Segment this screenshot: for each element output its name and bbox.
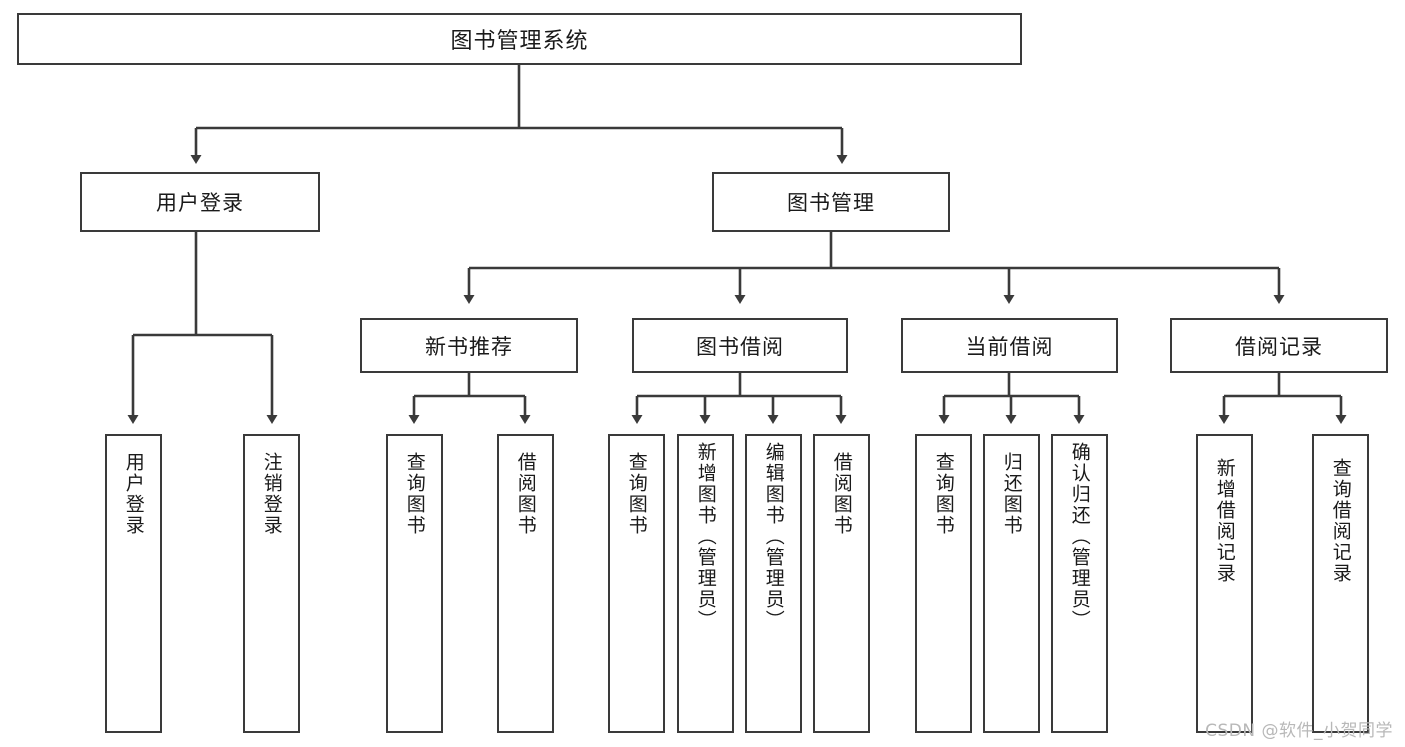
leaf-label: 归还图书 xyxy=(1000,452,1023,536)
node-label: 图书管理系统 xyxy=(450,29,589,54)
leaf-new-book-query-book[interactable]: 查询图书 xyxy=(386,434,443,733)
node-label: 借阅记录 xyxy=(1235,334,1323,359)
leaf-user-login-logout[interactable]: 注销登录 xyxy=(243,434,300,733)
leaf-new-book-borrow-book[interactable]: 借阅图书 xyxy=(497,434,554,733)
node-label: 图书管理 xyxy=(787,191,875,215)
node-book-management[interactable]: 图书管理 xyxy=(712,172,950,232)
node-borrow-record[interactable]: 借阅记录 xyxy=(1170,318,1388,373)
leaf-book-borrow-add-book-admin[interactable]: 新增图书（管理员） xyxy=(677,434,734,733)
leaf-book-borrow-borrow-book[interactable]: 借阅图书 xyxy=(813,434,870,733)
leaf-label: 查询借阅记录 xyxy=(1329,458,1352,584)
leaf-current-borrow-return-book[interactable]: 归还图书 xyxy=(983,434,1040,733)
leaf-book-borrow-edit-book-admin[interactable]: 编辑图书（管理员） xyxy=(745,434,802,733)
leaf-label: 新增图书（管理员） xyxy=(694,442,717,631)
leaf-label: 查询图书 xyxy=(403,452,426,536)
leaf-label: 查询图书 xyxy=(625,452,648,536)
node-label: 当前借阅 xyxy=(965,334,1054,359)
leaf-label: 借阅图书 xyxy=(830,452,853,536)
leaf-current-borrow-confirm-return-admin[interactable]: 确认归还（管理员） xyxy=(1051,434,1108,733)
node-label: 用户登录 xyxy=(156,191,244,215)
leaf-borrow-record-add-record[interactable]: 新增借阅记录 xyxy=(1196,434,1253,733)
leaf-label: 借阅图书 xyxy=(514,452,537,536)
node-root-book-management-system[interactable]: 图书管理系统 xyxy=(17,13,1022,65)
node-user-login[interactable]: 用户登录 xyxy=(80,172,320,232)
leaf-label: 用户登录 xyxy=(122,452,145,536)
leaf-label: 确认归还（管理员） xyxy=(1068,442,1091,631)
leaf-user-login-login[interactable]: 用户登录 xyxy=(105,434,162,733)
leaf-borrow-record-query-record[interactable]: 查询借阅记录 xyxy=(1312,434,1369,733)
leaf-current-borrow-query-book[interactable]: 查询图书 xyxy=(915,434,972,733)
node-new-book-recommend[interactable]: 新书推荐 xyxy=(360,318,578,373)
node-label: 新书推荐 xyxy=(425,334,513,359)
leaf-label: 注销登录 xyxy=(260,452,283,536)
node-book-borrow[interactable]: 图书借阅 xyxy=(632,318,848,373)
leaf-label: 编辑图书（管理员） xyxy=(762,442,785,631)
node-label: 图书借阅 xyxy=(696,334,784,359)
csdn-watermark: CSDN @软件_小贺同学 xyxy=(1205,721,1393,741)
node-current-borrow[interactable]: 当前借阅 xyxy=(901,318,1118,373)
leaf-label: 新增借阅记录 xyxy=(1213,458,1236,584)
leaf-book-borrow-query-book[interactable]: 查询图书 xyxy=(608,434,665,733)
leaf-label: 查询图书 xyxy=(932,452,955,536)
